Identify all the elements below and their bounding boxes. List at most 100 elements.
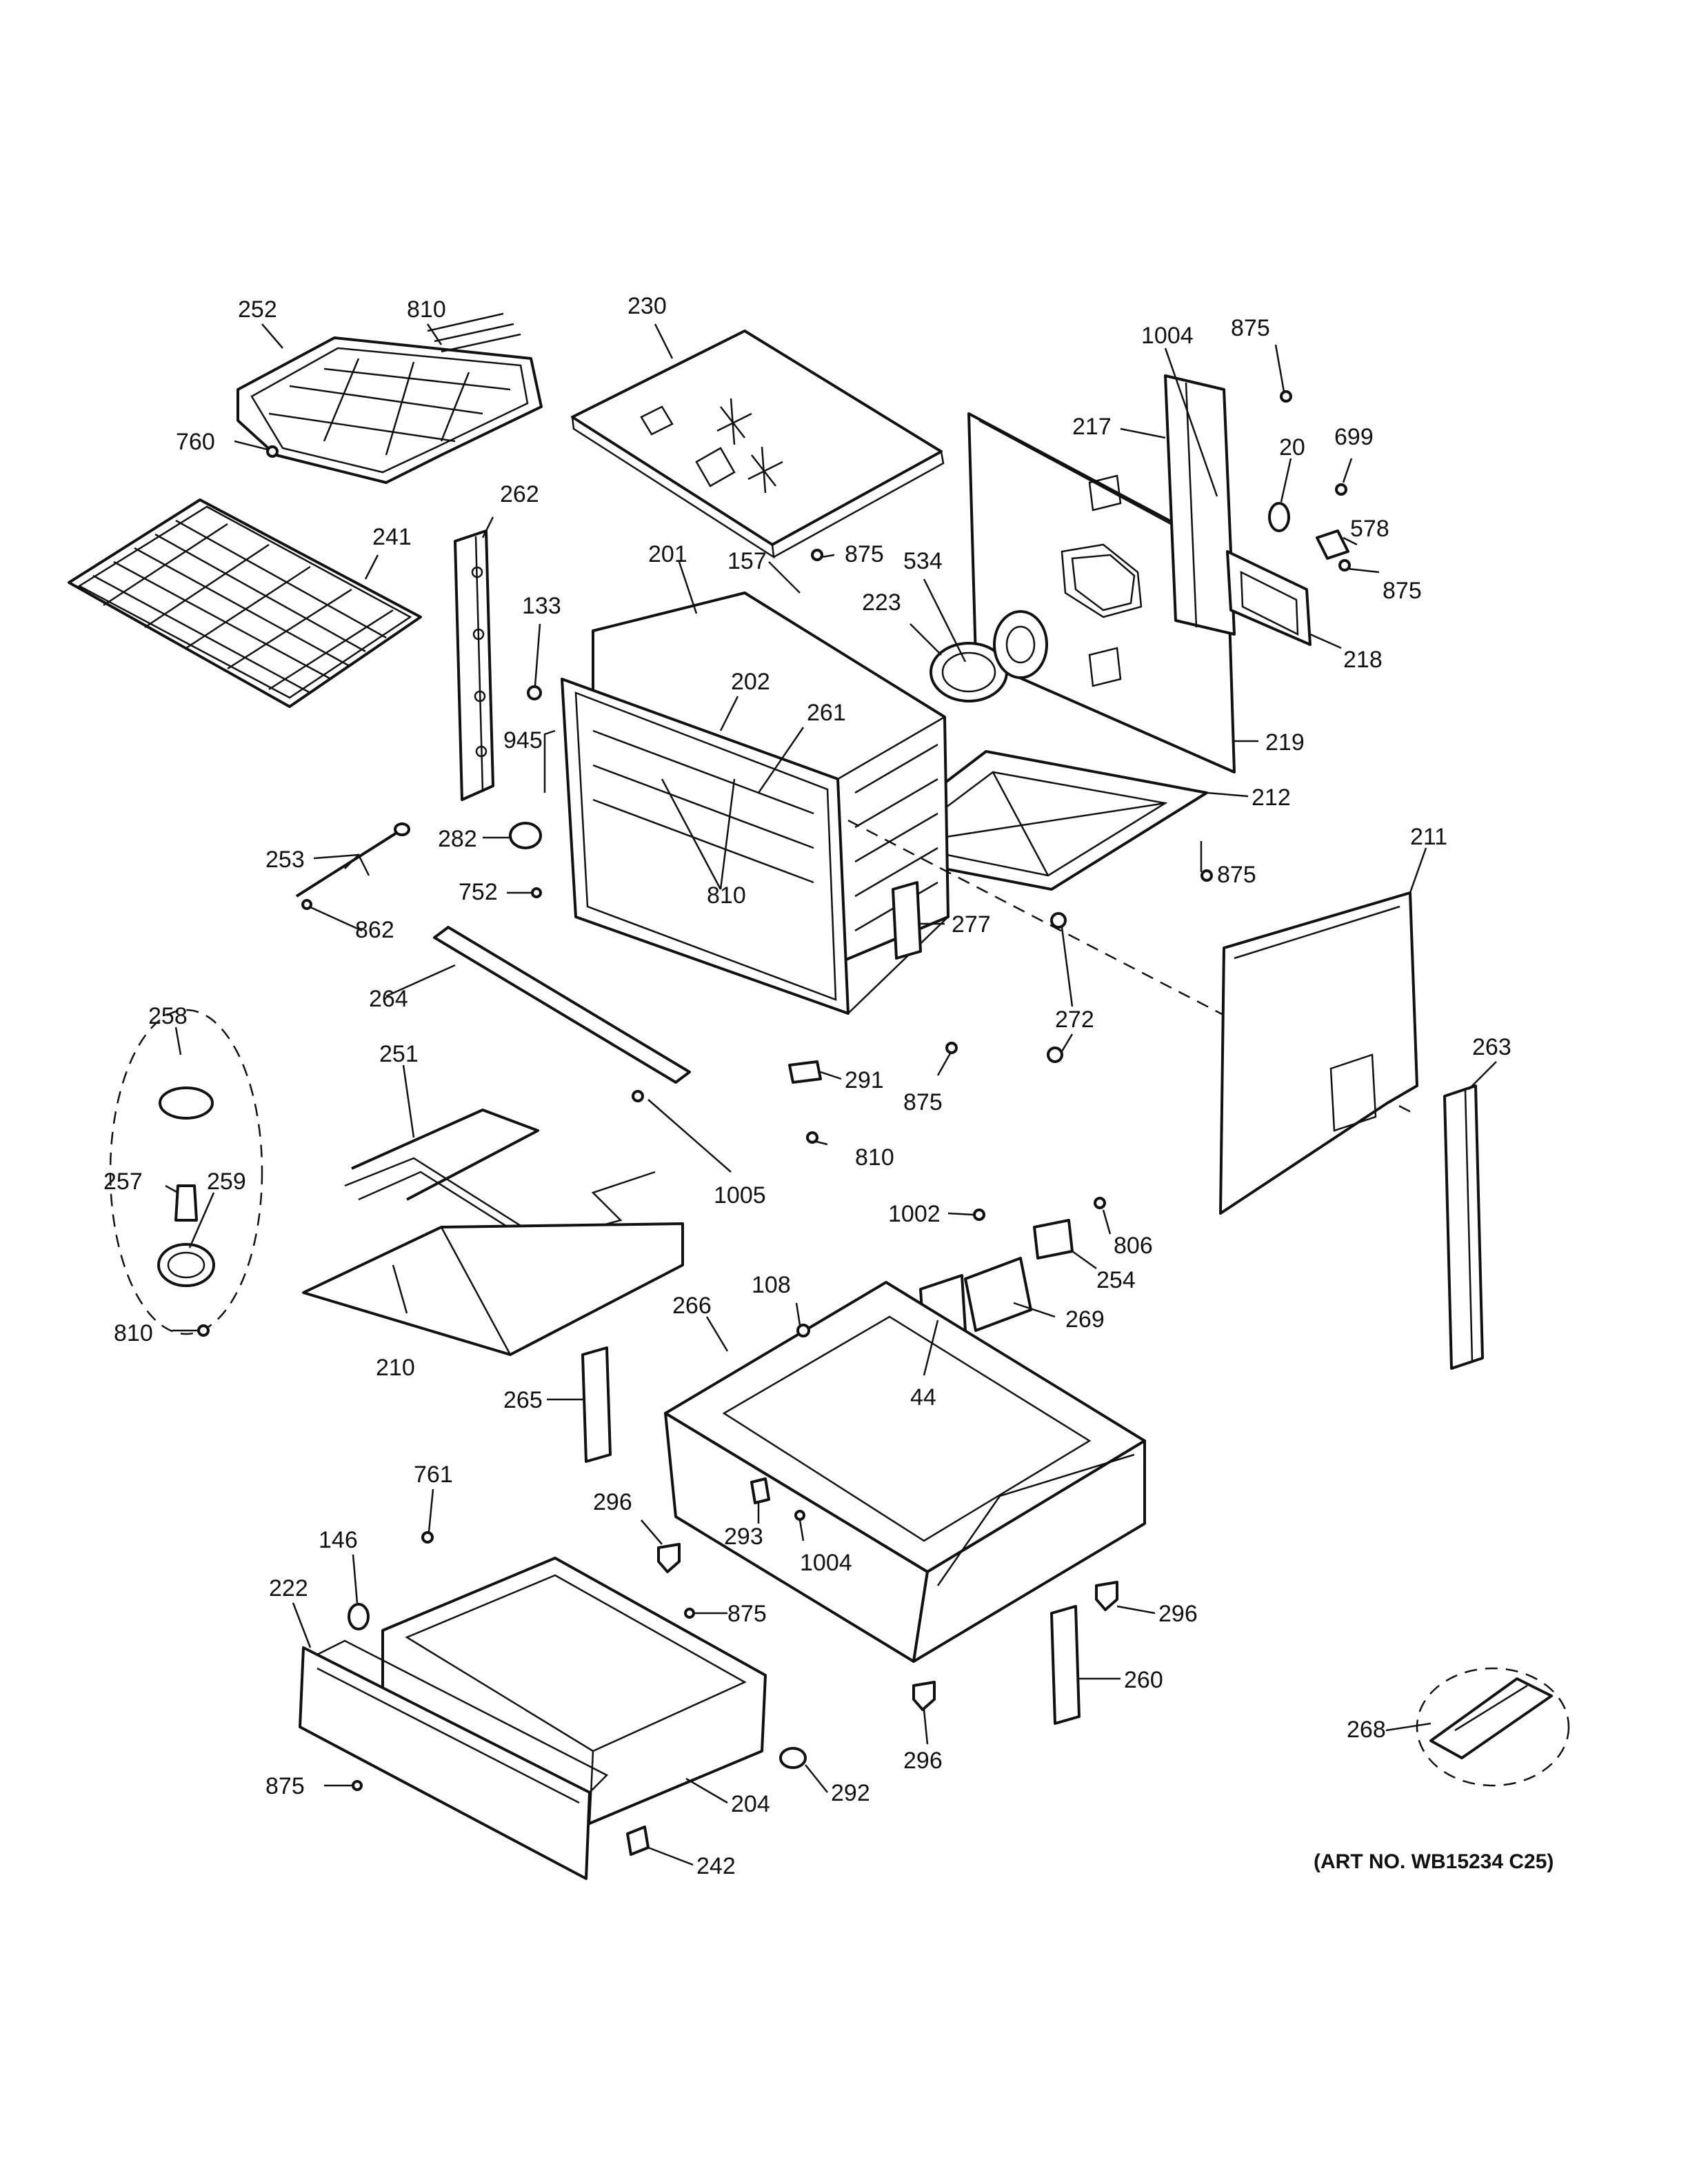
callout-291: 291 [845, 1067, 884, 1093]
right-base-bracket [1050, 1605, 1081, 1725]
callout-258: 258 [148, 1003, 188, 1029]
callout-108: 108 [752, 1272, 791, 1298]
callout-875-a: 875 [1231, 315, 1270, 341]
callout-133: 133 [522, 593, 561, 619]
right-vent-assembly [1164, 374, 1312, 646]
convection-fan [930, 610, 1048, 702]
callout-875-d: 875 [1217, 862, 1256, 888]
leveling-leg-1 [657, 1543, 681, 1573]
callout-945: 945 [503, 727, 543, 754]
callout-218: 218 [1343, 647, 1383, 673]
callout-212: 212 [1252, 785, 1291, 811]
callout-875-g: 875 [265, 1773, 305, 1799]
callout-875-c: 875 [845, 541, 884, 567]
drawer-front-panel [299, 1639, 609, 1880]
callout-875-f: 875 [727, 1601, 767, 1627]
callout-810-b: 810 [707, 882, 746, 909]
broil-element [237, 312, 543, 484]
callout-534: 534 [903, 548, 943, 574]
callout-210: 210 [376, 1355, 415, 1381]
screws [197, 390, 1351, 1791]
right-side-trim [1443, 1084, 1484, 1370]
callout-259: 259 [207, 1169, 246, 1195]
left-side-trim [454, 529, 494, 801]
callout-296-c: 296 [903, 1748, 943, 1774]
callout-277: 277 [952, 911, 991, 938]
oven-light [509, 822, 542, 849]
callout-201: 201 [648, 541, 687, 567]
callout-752: 752 [459, 879, 498, 905]
callout-268: 268 [1347, 1717, 1386, 1743]
hinge-guide-line [847, 819, 1414, 1115]
callout-265: 265 [503, 1387, 543, 1413]
drawer-grommet [348, 1603, 370, 1630]
callout-292: 292 [831, 1780, 870, 1806]
callout-293: 293 [724, 1524, 763, 1550]
callout-806: 806 [1114, 1233, 1153, 1259]
callout-296-a: 296 [593, 1489, 632, 1515]
callout-262: 262 [500, 481, 539, 507]
callout-699: 699 [1334, 424, 1374, 450]
callout-272: 272 [1055, 1007, 1094, 1033]
callout-222: 222 [269, 1575, 308, 1601]
vent-knob-parts [1268, 502, 1349, 560]
callout-810-d: 810 [114, 1320, 153, 1346]
callout-296-b: 296 [1158, 1601, 1198, 1627]
callout-578: 578 [1350, 516, 1389, 542]
callout-251: 251 [379, 1041, 419, 1067]
callout-labels: 252 810 760 241 262 230 1004 875 217 20 … [103, 293, 1511, 1879]
callout-242: 242 [696, 1853, 736, 1879]
callout-810: 810 [407, 296, 446, 323]
oven-cavity [561, 592, 950, 1015]
oven-sensor [295, 822, 410, 898]
callout-241: 241 [372, 524, 412, 550]
callout-266: 266 [672, 1293, 712, 1319]
callout-230: 230 [627, 293, 667, 319]
drawer-slide-detail [1416, 1667, 1570, 1787]
callout-204: 204 [731, 1791, 770, 1817]
leveling-leg-2 [1095, 1581, 1118, 1611]
callout-1005: 1005 [714, 1182, 766, 1209]
front-frame-bar [433, 926, 691, 1084]
callout-875-e: 875 [903, 1089, 943, 1115]
callout-157: 157 [727, 548, 767, 574]
base-chassis [664, 1281, 1146, 1663]
drawer-roller [779, 1747, 807, 1769]
cooktop-glass [571, 330, 945, 559]
callout-253: 253 [265, 847, 305, 873]
callout-862: 862 [355, 917, 394, 943]
callout-20: 20 [1279, 434, 1305, 461]
callout-219: 219 [1265, 729, 1305, 756]
callout-261: 261 [807, 700, 846, 726]
callout-263: 263 [1472, 1034, 1511, 1060]
callout-282: 282 [438, 826, 477, 852]
callout-44: 44 [910, 1384, 936, 1410]
probe-assembly-detail [109, 1009, 263, 1335]
callout-810-c: 810 [855, 1144, 894, 1171]
callout-252: 252 [238, 296, 277, 323]
callout-223: 223 [862, 589, 901, 616]
callout-269: 269 [1065, 1306, 1105, 1333]
oven-side-bracket [892, 881, 922, 960]
callout-260: 260 [1124, 1667, 1163, 1693]
callout-875-b: 875 [1383, 578, 1422, 604]
callout-146: 146 [319, 1527, 358, 1553]
oven-rack [68, 498, 422, 708]
callout-761: 761 [414, 1462, 453, 1488]
art-number: (ART NO. WB15234 C25) [1314, 1850, 1554, 1873]
callout-1002: 1002 [888, 1201, 941, 1227]
callout-257: 257 [103, 1169, 143, 1195]
callout-1004: 1004 [1141, 323, 1194, 349]
left-base-bracket [581, 1346, 612, 1463]
callout-211: 211 [1410, 824, 1447, 850]
oven-bottom-cover [302, 1222, 684, 1356]
callout-217: 217 [1072, 414, 1112, 440]
callout-254: 254 [1096, 1267, 1136, 1293]
right-side-panel [1219, 891, 1418, 1215]
leader-lines [165, 323, 1497, 1866]
drawer-stop [626, 1826, 650, 1856]
callout-1004-b: 1004 [800, 1550, 852, 1576]
callout-760: 760 [176, 429, 215, 455]
wire-clip [750, 1477, 770, 1504]
